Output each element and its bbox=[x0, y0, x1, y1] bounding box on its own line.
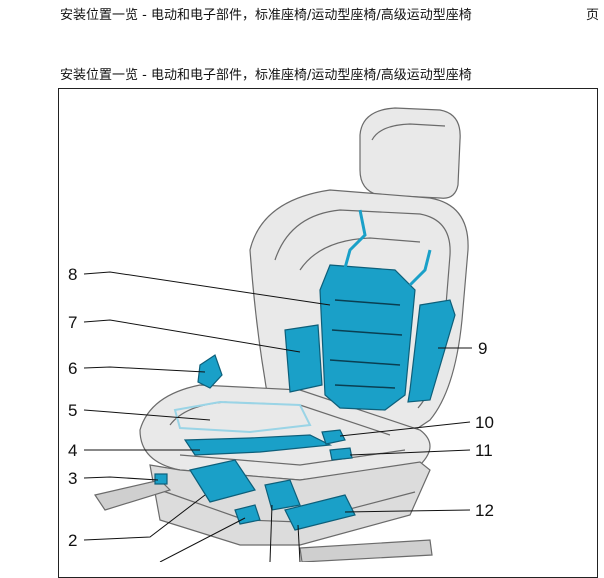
callout-11: 11 bbox=[475, 441, 493, 460]
leader-lines bbox=[83, 271, 472, 562]
callout-3: 3 bbox=[68, 469, 77, 488]
figure-caption: 安装位置一览 - 电动和电子部件，标准座椅/运动型座椅/高级运动型座椅 bbox=[60, 68, 472, 83]
component-connector-11 bbox=[329, 447, 353, 461]
callout-9: 9 bbox=[478, 339, 487, 358]
page-label: 页 bbox=[586, 8, 600, 23]
component-side-module bbox=[407, 299, 456, 403]
seat-rail bbox=[94, 479, 172, 511]
components bbox=[154, 209, 456, 531]
component-motor-1 bbox=[264, 479, 301, 511]
callout-4: 4 bbox=[68, 441, 77, 460]
callout-10: 10 bbox=[475, 413, 494, 432]
header-title: 安装位置一览 - 电动和电子部件，标准座椅/运动型座椅/高级运动型座椅 bbox=[60, 8, 472, 23]
callout-5: 5 bbox=[68, 401, 77, 420]
callout-2: 2 bbox=[68, 531, 77, 550]
seat-illustration: 8 7 6 5 4 3 2 9 10 11 12 bbox=[68, 107, 494, 562]
component-side-switch bbox=[197, 354, 223, 389]
component-control-unit bbox=[189, 459, 256, 503]
component-lumbar-unit bbox=[284, 324, 323, 393]
callout-12: 12 bbox=[475, 501, 494, 520]
callout-7: 7 bbox=[68, 313, 77, 332]
component-connector-10 bbox=[321, 429, 346, 445]
component-plug bbox=[154, 473, 168, 485]
component-motor-3 bbox=[234, 504, 261, 525]
component-backrest-mat bbox=[319, 264, 416, 411]
component-motor-2 bbox=[284, 494, 356, 531]
headrest bbox=[359, 107, 461, 199]
callout-8: 8 bbox=[68, 265, 77, 284]
callout-6: 6 bbox=[68, 359, 77, 378]
component-heater-pad bbox=[183, 434, 333, 456]
